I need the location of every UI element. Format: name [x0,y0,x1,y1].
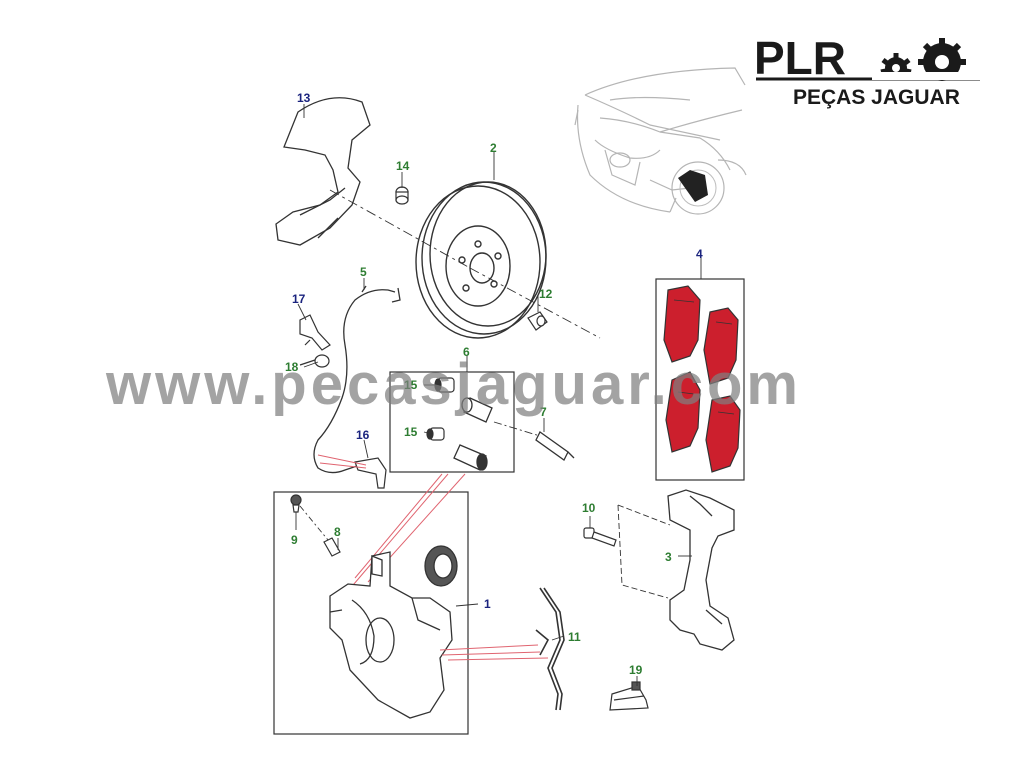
callout-5: 5 [360,265,367,279]
caliper-body [329,551,453,719]
gear-icon [872,38,980,81]
bushing-lower [453,444,488,471]
spring-clip-11 [535,587,565,711]
callout-10: 10 [582,501,596,515]
callout-leaders [295,104,702,686]
shim-17 [609,681,649,711]
brake-disc [415,181,547,339]
callout-9: 9 [291,533,298,547]
callout-14: 14 [396,159,410,173]
bracket-16 [354,457,387,489]
boot-15a [434,377,455,393]
bolt-12 [527,311,548,331]
bracket-18 [299,314,331,351]
callout-17: 19 [629,663,643,677]
boot-15b [426,427,445,441]
piston-seal [424,545,458,587]
callout-13: 13 [297,91,311,105]
callout-15-upper: 15 [404,378,418,392]
callout-16: 16 [356,428,370,442]
callout-7: 7 [540,405,547,419]
guide-pin-7 [535,431,575,461]
callout-2: 2 [490,141,497,155]
callout-12: 12 [539,287,553,301]
callout-15-lower: 15 [404,425,418,439]
bushing-upper [461,397,493,423]
brake-pads [663,285,741,473]
carrier-bracket [667,489,735,651]
logo-subtitle: PEÇAS JAGUAR [793,86,960,109]
callout-6: 6 [463,345,470,359]
clip-19 [299,354,330,368]
callout-1: 1 [484,597,491,611]
front-wheel-sketch [671,159,747,215]
plr-logo: PLR PEÇAS [754,32,980,109]
bleed-cap-9 [290,494,302,513]
leader-lines-16 [317,454,367,469]
callout-18: 17 [292,292,306,306]
bolt-10 [583,527,617,547]
callout-8: 8 [334,525,341,539]
watermark-text: www.pecasjaguar.com [105,352,802,417]
callout-labels: 13 2 14 5 12 17 18 6 15 7 15 16 4 9 8 1 … [285,91,703,677]
car-location-sketch [574,67,746,213]
carrier-dashed [617,504,671,599]
dust-shield [275,97,371,246]
bolt-14 [395,186,409,205]
callout-19: 18 [285,360,299,374]
callout-4: 4 [696,247,703,261]
bleed-screw-8 [323,537,341,557]
callout-3: 3 [665,550,672,564]
logo-brand: PLR [754,32,846,84]
callout-11: 11 [568,630,581,644]
leader-lines-11 [439,644,549,661]
